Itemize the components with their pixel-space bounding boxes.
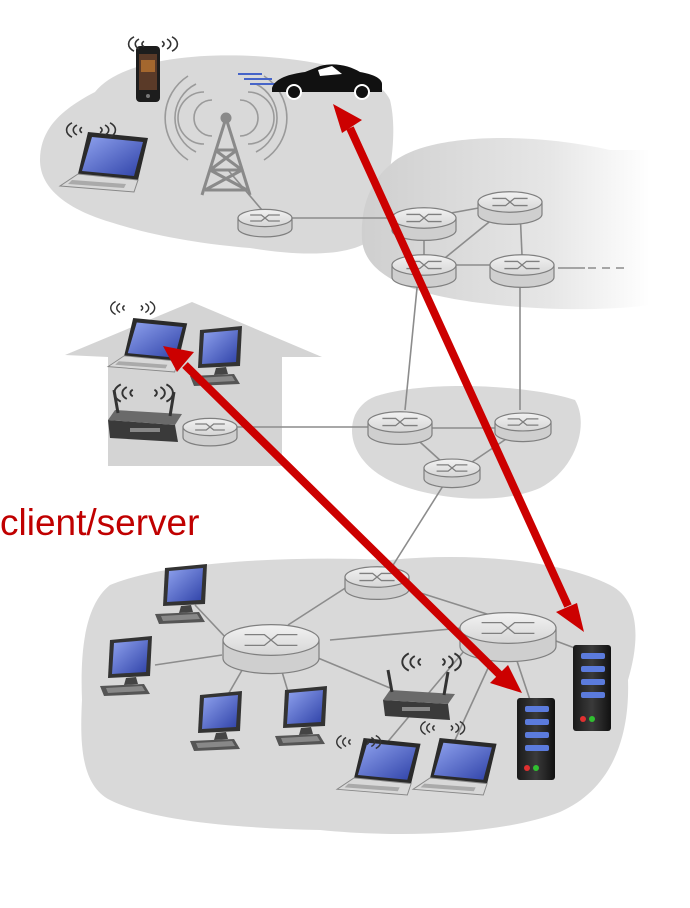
desktop-computer-icon [275, 686, 327, 746]
desktop-computer-icon [155, 564, 207, 624]
smartphone-icon [136, 46, 160, 102]
router-icon [182, 417, 238, 447]
cell-tower [164, 75, 288, 196]
wireless-signal-icon [110, 300, 156, 316]
laptop-icon [411, 738, 497, 796]
arrowhead-server-left [490, 665, 522, 693]
desktop-computer-icon [100, 636, 152, 696]
wireless-signal-icon [113, 383, 174, 403]
router-icon [459, 612, 557, 663]
car-icon [238, 64, 382, 100]
router-icon [494, 412, 552, 443]
client-server-arrows [163, 104, 584, 693]
mobile-network-cloud [40, 55, 394, 254]
wireless-signal-icon [401, 652, 462, 672]
arrowhead-home-laptop [163, 346, 194, 372]
server-icon [573, 645, 611, 731]
router-icon [477, 191, 543, 225]
arrowhead-car [333, 104, 362, 133]
desktop-computer-icon [190, 691, 242, 751]
arrowhead-server-right [556, 603, 584, 632]
home-wifi-access-point [108, 389, 182, 442]
wireless-signal-icon [127, 36, 179, 52]
client-server-label: client/server [0, 502, 200, 543]
arrow-car-to-server [346, 126, 572, 608]
router-icon [489, 254, 555, 288]
server-icon [517, 698, 555, 780]
laptop-icon [58, 132, 148, 193]
router-icon [367, 411, 433, 445]
institution-wifi-access-point [383, 669, 455, 720]
wireless-signal-icon [420, 720, 466, 736]
router-icon [423, 458, 481, 489]
wireless-signal-icon [336, 734, 382, 750]
laptop-icon [335, 738, 421, 796]
arrow-home-laptop-to-server [182, 362, 503, 678]
router-icon [237, 208, 293, 238]
router-icon [222, 624, 320, 675]
wireless-signal-icon [65, 122, 117, 138]
